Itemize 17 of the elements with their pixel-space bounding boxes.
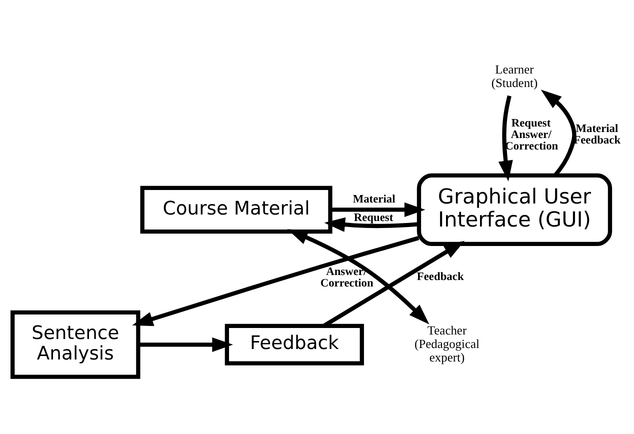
arrow (287, 228, 430, 324)
node-text: Teacher (Pedagogical expert) (414, 322, 480, 364)
arrow (540, 89, 576, 176)
node-box: Sentence Analysis (10, 310, 140, 378)
edge-label: Request (354, 211, 394, 224)
arrow (330, 202, 426, 216)
arrow (138, 336, 233, 352)
node-text: Learner (Student) (491, 62, 538, 90)
node-box: Course Material (140, 185, 332, 234)
arrow (324, 216, 419, 232)
node-box: Graphical User Interface (GUI) (416, 172, 612, 246)
edge-label: Material (352, 192, 396, 205)
edge-label: Feedback (416, 270, 464, 283)
node-box: Feedback (224, 323, 364, 365)
arrow (498, 94, 513, 181)
arrow (132, 235, 420, 326)
edge-label: Answer/ Correction (320, 265, 374, 289)
